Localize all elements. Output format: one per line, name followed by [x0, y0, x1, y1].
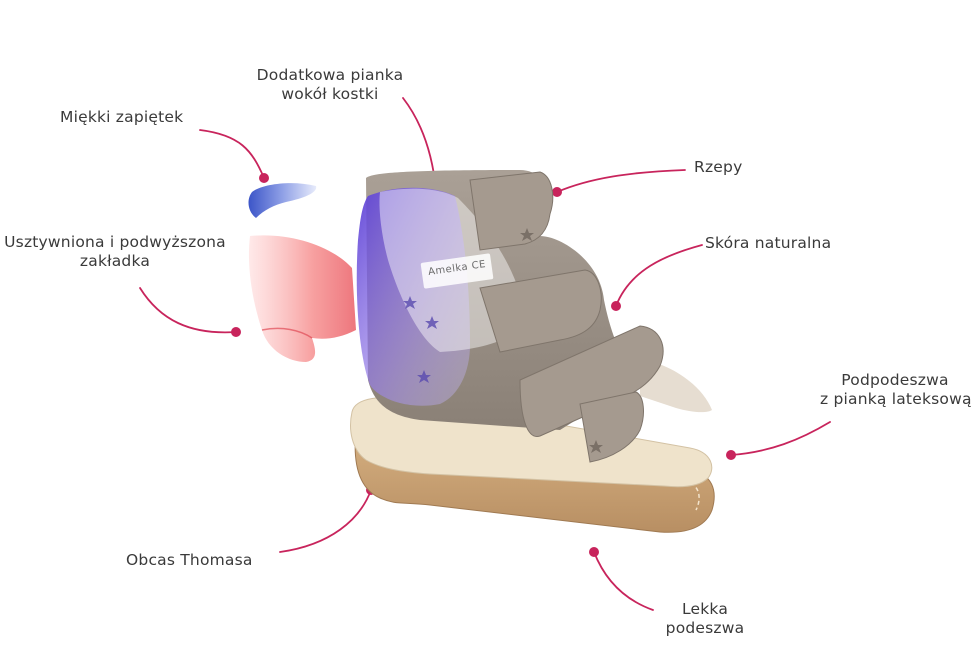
label-usztywniona: Usztywniona i podwyższona zakładka [4, 233, 226, 270]
brand-tag-bg [420, 253, 494, 289]
leader-podpodeszwa [730, 421, 831, 456]
leader-lines [139, 97, 831, 611]
stiffened-tab-edge [261, 327, 313, 339]
label-lekka: Lekka podeszwa [665, 600, 745, 637]
stiffened-tab [248, 235, 356, 362]
star-icon [425, 316, 439, 329]
label-podpodeszwa: Podpodeszwa z pianką lateksową [820, 371, 971, 408]
heel-counter [356, 187, 470, 406]
leader-rzepy [556, 169, 686, 193]
dot-miekki-zapietek [259, 173, 269, 183]
star-decorations [403, 228, 603, 453]
label-miekki-zapietek: Miękki zapiętek [60, 108, 184, 126]
leader-lekka [593, 551, 654, 611]
star-icon [520, 228, 534, 241]
leader-usztywniona [139, 287, 237, 334]
soft-heel-cushion [248, 183, 317, 218]
leader-skora [615, 244, 703, 307]
strap-bottom [519, 325, 664, 437]
dot-lekka [589, 547, 599, 557]
dot-rzepy [552, 187, 562, 197]
leader-miekki-zapietek [199, 129, 265, 179]
dot-podpodeszwa [726, 450, 736, 460]
inner-lining [640, 360, 712, 413]
label-skora: Skóra naturalna [705, 234, 832, 252]
strap-top [469, 171, 554, 251]
star-icon [417, 370, 431, 383]
star-icon [403, 296, 417, 309]
leader-obcas [279, 489, 372, 553]
dot-usztywniona [231, 327, 241, 337]
label-rzepy: Rzepy [694, 158, 743, 176]
star-icon [589, 440, 603, 453]
strap-middle [479, 269, 602, 353]
dot-skora [611, 301, 621, 311]
label-obcas: Obcas Thomasa [126, 551, 253, 569]
label-dodatkowa-pianka: Dodatkowa pianka wokół kostki [256, 66, 404, 103]
